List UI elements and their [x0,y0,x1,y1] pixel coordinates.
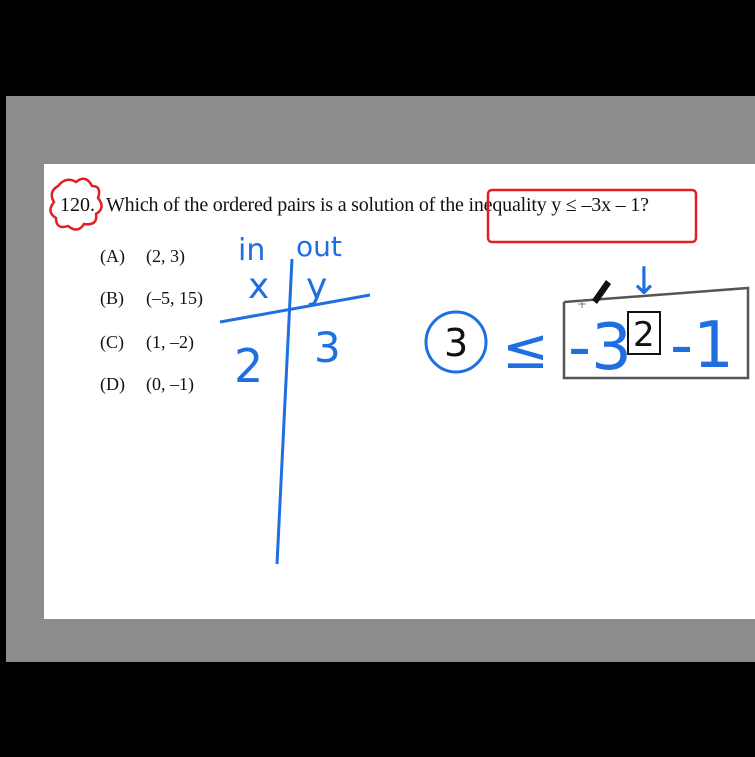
video-bottom-letterbox [0,662,755,757]
video-top-letterbox [0,0,755,96]
choice-value: (2, 3) [146,246,185,266]
substitution-arrow: ↓ [628,259,660,303]
substitution-frame [562,286,750,380]
inequality-sign: ≤ [502,317,549,382]
choice-c: (C) (1, –2) [100,332,194,353]
choice-value: (–5, 15) [146,288,203,308]
circled-three-ring [424,310,488,374]
choice-label: (C) [100,332,124,352]
pen-cursor-icon [578,280,611,308]
table-row-x: 2 [234,339,263,393]
substituted-value-box [627,311,661,355]
choice-value: (1, –2) [146,332,194,352]
table-in-label: in [238,233,265,268]
question-number-scribble [49,177,103,231]
choice-label: (B) [100,288,124,308]
choice-label: (D) [100,374,125,394]
table-vertical-line [275,258,294,565]
circled-three-digit: 3 [444,321,468,365]
table-horizontal-line [219,293,371,324]
table-out-label: out [296,230,342,263]
inequality-highlight-box [486,188,698,244]
slide-canvas: 120. Which of the ordered pairs is a sol… [44,164,755,619]
question-text: Which of the ordered pairs is a solution… [106,194,649,216]
table-row-y: 3 [314,323,341,372]
choice-label: (A) [100,246,125,266]
coefficient-text: -3 [568,311,632,385]
table-x-label: x [248,266,269,307]
choice-d: (D) (0, –1) [100,374,194,395]
question-number: 120. [60,194,95,216]
substituted-value: 2 [633,315,655,355]
table-y-label: y [306,266,327,307]
choice-a: (A) (2, 3) [100,246,185,267]
annotation-layer: in out x y 2 3 3 ≤ -3 2 -1 ↓ [49,177,750,565]
choice-b: (B) (–5, 15) [100,288,203,309]
constant-text: -1 [670,309,734,383]
choice-value: (0, –1) [146,374,194,394]
